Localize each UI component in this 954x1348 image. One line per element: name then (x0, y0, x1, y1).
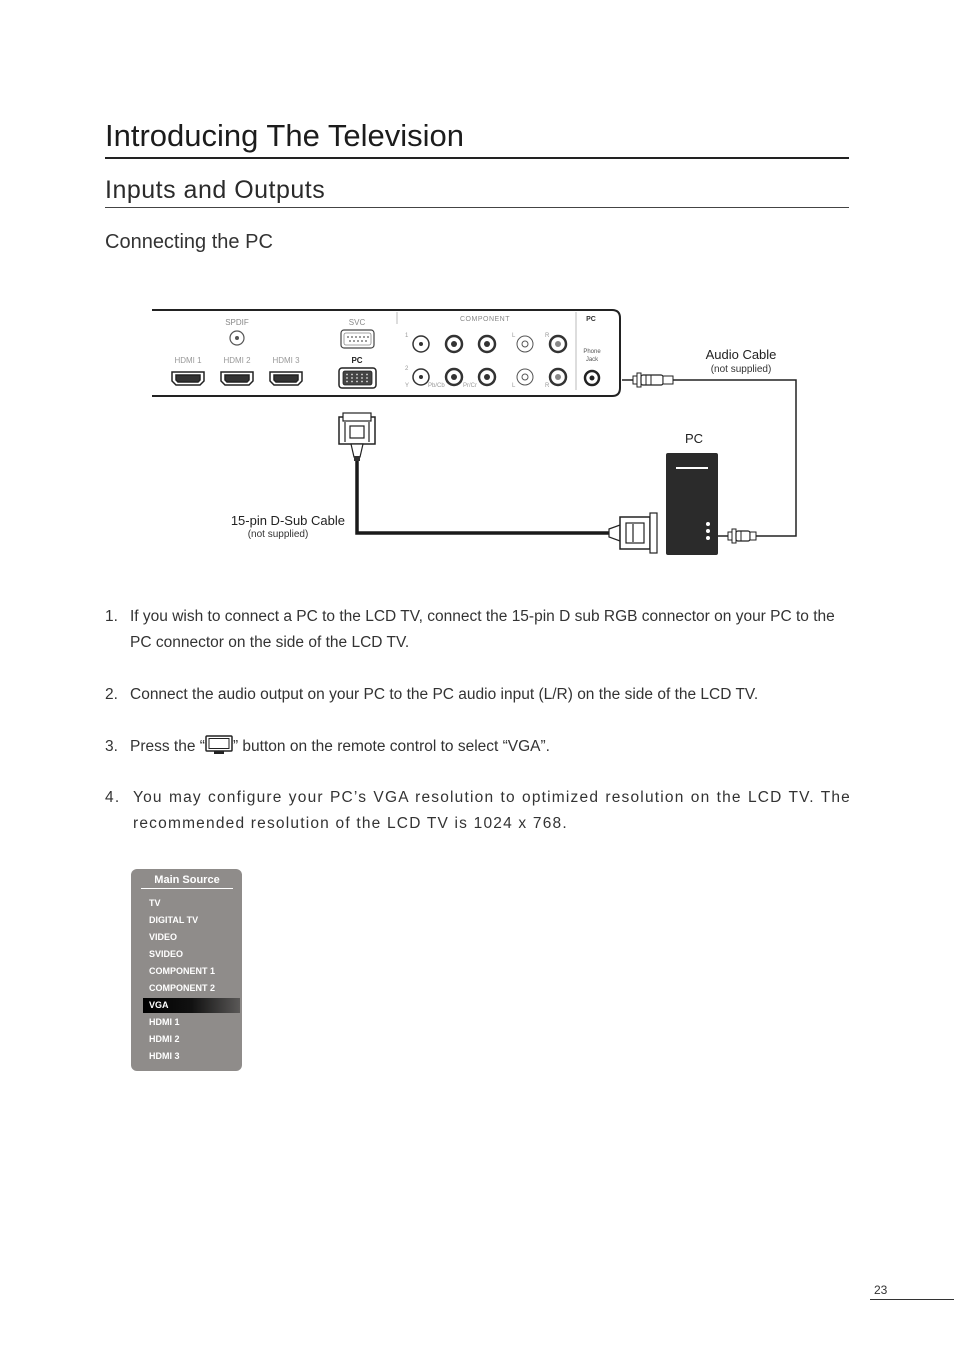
step-text: You may configure your PC’s VGA resoluti… (133, 789, 851, 832)
step-2: 2. Connect the audio output on your PC t… (105, 682, 851, 708)
page-title: Introducing The Television (105, 118, 465, 153)
hdmi-1-label: HDMI 1 (174, 356, 202, 365)
r-bottom-label: R (545, 383, 550, 389)
step-text-after: ” button on the remote control to select… (232, 738, 550, 755)
title-rule (105, 157, 849, 159)
hdmi-port-icons (171, 371, 303, 386)
pc-connection-diagram: SPDIF SVC COMPONENT PC 1 2 L R Y Pb/Cb P… (152, 309, 797, 555)
pc-tower-icon (666, 453, 718, 555)
page-number: 23 (874, 1283, 888, 1297)
source-menu-item-component-1[interactable]: COMPONENT 1 (149, 966, 216, 976)
step-3: 3. Press the “ ” button on the remote con… (105, 734, 851, 760)
dsub-cable: 15-pin D-Sub Cable (not supplied) (231, 412, 658, 554)
dsub-connector-tv-icon (338, 412, 376, 461)
subsection-heading: Connecting the PC (105, 231, 273, 253)
svc-port-icon (340, 329, 375, 349)
dsub-connector-pc-icon (608, 512, 658, 554)
source-menu-item-hdmi-1[interactable]: HDMI 1 (149, 1017, 180, 1027)
pc-vga-label: PC (351, 356, 362, 365)
step-text-before: Press the “ (130, 738, 205, 755)
source-menu-item-video[interactable]: VIDEO (149, 932, 178, 942)
source-menu-item-svideo[interactable]: SVIDEO (149, 949, 184, 959)
step-text: Press the “ ” button on the remote contro… (130, 734, 851, 760)
phone-jack-label-1: Phone (583, 349, 601, 355)
r-top-label: R (545, 333, 550, 339)
step-1: 1. If you wish to connect a PC to the LC… (105, 604, 851, 656)
tv-source-icon (205, 735, 233, 754)
audio-cable-label: Audio Cable (706, 347, 777, 362)
tv-side-panel: SPDIF SVC COMPONENT PC 1 2 L R Y Pb/Cb P… (152, 309, 621, 397)
section-heading: Inputs and Outputs (105, 176, 326, 204)
component-label: COMPONENT (460, 316, 510, 323)
audio-cable-note: (not supplied) (711, 364, 772, 375)
step-number: 3. (105, 738, 118, 755)
component-jacks-row-2 (412, 367, 568, 387)
hdmi-2-label: HDMI 2 (223, 356, 251, 365)
l-top-label: L (512, 333, 516, 339)
pc-audio-jack-icon (583, 369, 601, 387)
source-menu-item-digital-tv[interactable]: DIGITAL TV (149, 915, 199, 925)
source-menu-item-vga[interactable]: VGA (143, 998, 240, 1013)
page-number-rule (870, 1299, 954, 1300)
source-menu-item-hdmi-2[interactable]: HDMI 2 (149, 1034, 180, 1044)
spdif-label: SPDIF (225, 318, 249, 327)
pr-label: Pr/Cr (463, 383, 477, 389)
audio-plug-tv-icon (622, 372, 674, 388)
source-menu-item-component-2[interactable]: COMPONENT 2 (149, 983, 216, 993)
y-label: Y (405, 383, 409, 389)
step-number: 2. (105, 686, 118, 703)
source-menu-item-tv[interactable]: TV (149, 898, 161, 908)
row-2-label: 2 (405, 366, 409, 372)
hdmi-3-label: HDMI 3 (272, 356, 300, 365)
vga-port-icon (338, 367, 377, 389)
step-text: If you wish to connect a PC to the LCD T… (130, 608, 835, 651)
pb-label: Pb/Cb (428, 383, 445, 389)
step-number: 1. (105, 608, 118, 625)
step-4: 4. You may configure your PC’s VGA resol… (105, 785, 851, 837)
l-bottom-label: L (512, 383, 516, 389)
source-menu-item-hdmi-3[interactable]: HDMI 3 (149, 1051, 180, 1061)
phone-jack-label-2: Jack (586, 357, 599, 363)
svc-label: SVC (349, 318, 366, 327)
step-text: Connect the audio output on your PC to t… (130, 686, 759, 703)
section-rule (105, 207, 849, 208)
spdif-port-icon (229, 330, 245, 346)
row-1-label: 1 (405, 333, 409, 339)
step-number: 4. (105, 789, 121, 806)
dsub-cable-note: (not supplied) (248, 529, 309, 540)
audio-cable: Audio Cable (not supplied) (622, 347, 797, 544)
dsub-cable-label: 15-pin D-Sub Cable (231, 513, 345, 528)
pc-label: PC (685, 431, 703, 446)
source-menu: Main Source TV DIGITAL TV VIDEO SVIDEO C… (131, 869, 242, 1071)
component-jacks-row-1 (412, 334, 568, 354)
source-menu-title: Main Source (141, 874, 233, 889)
audio-plug-pc-icon (718, 528, 757, 544)
pc-audio-label: PC (586, 316, 596, 323)
